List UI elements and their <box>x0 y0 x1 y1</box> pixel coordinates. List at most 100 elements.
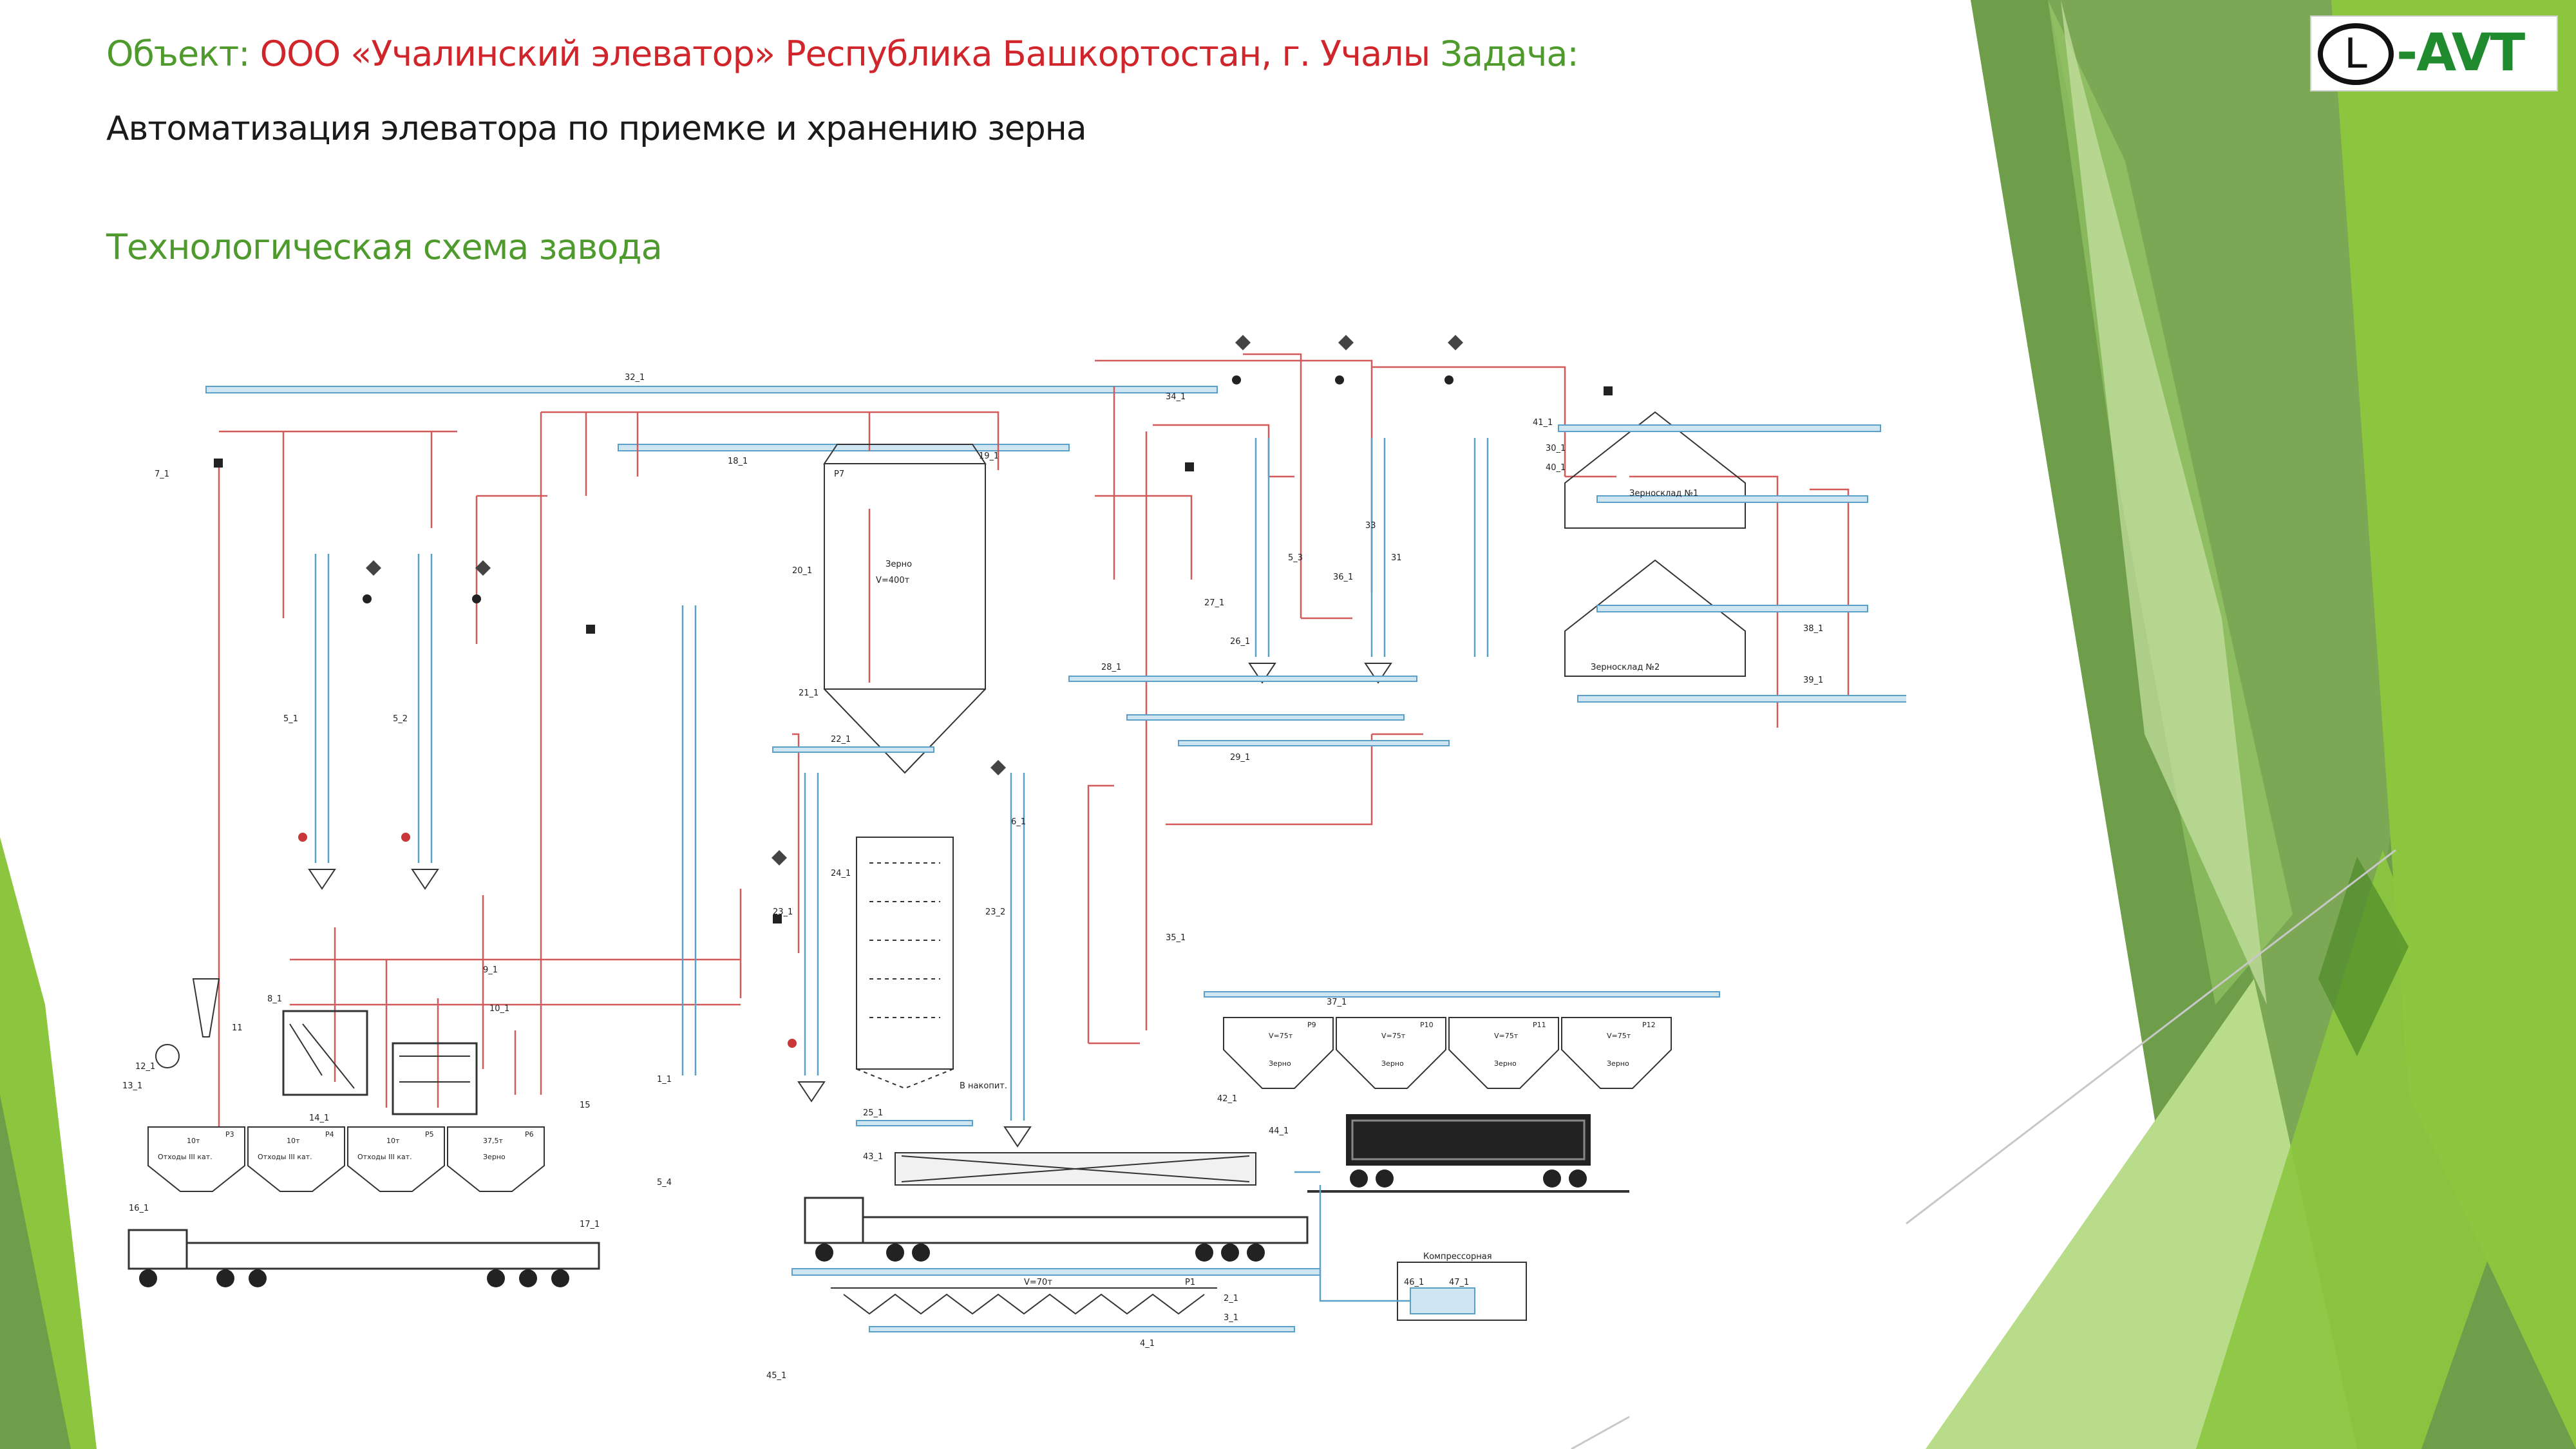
logo-circle: L <box>2318 23 2394 85</box>
cleaning-machines: 12_1 11 8_1 9_1 10_1 13_1 <box>122 965 509 1115</box>
receiving-bunker: V=70т Р1 2_1 3_1 4_1 45_1 <box>766 1278 1295 1381</box>
label-15: 15 <box>580 1101 591 1110</box>
truck-center: 43_1 44_1 <box>791 1126 1321 1276</box>
label-27: 27_1 <box>1204 598 1224 608</box>
dryer-note: В накопит. <box>960 1081 1007 1091</box>
bunker-p12-id: Р12 <box>1642 1021 1656 1029</box>
bunker-p4-content: Отходы III кат. <box>258 1153 312 1161</box>
bucket-elevators <box>308 438 1489 1148</box>
warehouse-2-name: Зерносклад №2 <box>1591 663 1660 672</box>
label-5-3: 5_3 <box>1288 553 1303 563</box>
conveyor-28 <box>1068 676 1417 682</box>
pipe-red-mid <box>1087 431 1850 1045</box>
label-5-2: 5_2 <box>393 714 408 724</box>
bunker-p3-id: Р3 <box>225 1130 234 1139</box>
label-19: 19_1 <box>979 451 999 461</box>
label-8: 8_1 <box>267 994 282 1004</box>
label-26-2: 6_1 <box>1011 817 1026 827</box>
bunker-p10-volume: V=75т <box>1381 1032 1406 1040</box>
conveyor-25 <box>856 1120 973 1126</box>
object-name: ООО «Учалинский элеватор» Республика Баш… <box>260 33 1431 74</box>
truck-left <box>128 1229 600 1287</box>
silo-content: Зерно <box>886 560 912 569</box>
conveyor-29 <box>1178 740 1450 746</box>
label-11: 11 <box>232 1023 243 1033</box>
label-30: 30_1 <box>1546 444 1566 453</box>
bunker-p11-id: Р11 <box>1533 1021 1546 1029</box>
label-1: 1_1 <box>657 1075 672 1084</box>
label-38: 38_1 <box>1803 624 1823 634</box>
bunker-row-left: 10т 10т 10т 37,5т Отходы III кат. Отходы… <box>147 1126 545 1192</box>
bunker-p5-id: Р5 <box>425 1130 434 1139</box>
label-37: 37_1 <box>1327 998 1347 1007</box>
label-43: 43_1 <box>863 1152 883 1162</box>
label-23-2: 23_2 <box>985 907 1005 917</box>
label-44: 44_1 <box>1269 1126 1289 1136</box>
bunker-p9-content: Зерно <box>1269 1059 1291 1068</box>
valve-markers <box>214 335 1613 1048</box>
label-5-4: 5_4 <box>657 1178 672 1188</box>
label-32: 32_1 <box>625 373 645 383</box>
label-4: 4_1 <box>1140 1339 1155 1349</box>
company-logo: L -AVT <box>2310 15 2558 91</box>
silo-volume: V=400т <box>876 576 910 585</box>
logo-text: -AVT <box>2396 23 2525 82</box>
compressor-label: Компрессорная <box>1423 1252 1492 1262</box>
label-40: 40_1 <box>1546 463 1566 473</box>
warehouse-1: Зерносклад №1 30_1 40_1 41_1 <box>1533 411 1881 529</box>
label-41: 41_1 <box>1533 418 1553 428</box>
label-20: 20_1 <box>792 566 812 576</box>
bunker-p5-capacity: 10т <box>386 1137 400 1145</box>
conveyor-19-2 <box>1126 714 1405 721</box>
object-line: Объект: ООО «Учалинский элеватор» Респуб… <box>106 33 1579 74</box>
rail-hopper-car <box>1307 1114 1629 1193</box>
scheme-subtitle: Технологическая схема завода <box>106 227 663 267</box>
label-28: 28_1 <box>1101 663 1121 672</box>
label-31: 31 <box>1391 553 1402 563</box>
bunker-row-right: V=75т V=75т V=75т V=75т Зерно Зерно Зерн… <box>1223 1017 1672 1089</box>
bunker-p6-content: Зерно <box>483 1153 506 1161</box>
bunker-p11-content: Зерно <box>1494 1059 1517 1068</box>
bunker-p10-id: Р10 <box>1420 1021 1434 1029</box>
label-34: 34_1 <box>1166 392 1186 402</box>
conveyor-22 <box>772 746 934 753</box>
label-39: 39_1 <box>1803 676 1823 685</box>
task-label: Задача: <box>1440 33 1578 74</box>
label-3: 3_1 <box>1224 1313 1238 1323</box>
label-21: 21_1 <box>799 688 819 698</box>
label-24: 24_1 <box>831 869 851 878</box>
label-26: 26_1 <box>1230 637 1250 647</box>
bunker-p12-volume: V=75т <box>1607 1032 1631 1040</box>
label-5-1: 5_1 <box>283 714 298 724</box>
label-17: 17_1 <box>580 1220 600 1229</box>
bunker-p5-content: Отходы III кат. <box>357 1153 412 1161</box>
grain-dryer: 24_1 В накопит. <box>831 837 1007 1091</box>
pipe-red-right <box>1095 353 1616 620</box>
bunker-p6-id: Р6 <box>525 1130 534 1139</box>
label-18: 18_1 <box>728 457 748 466</box>
silo-id: Р7 <box>834 469 844 479</box>
label-9: 9_1 <box>483 965 498 975</box>
label-42: 42_1 <box>1217 1094 1237 1104</box>
label-16: 16_1 <box>129 1204 149 1213</box>
grain-silo: Зерно V=400т Р7 20_1 <box>792 444 987 774</box>
label-36: 36_1 <box>1333 573 1353 582</box>
label-10: 10_1 <box>489 1004 509 1014</box>
label-47: 47_1 <box>1449 1278 1469 1287</box>
compressor-room: Компрессорная 46_1 47_1 <box>1294 1171 1527 1321</box>
receiving-volume: V=70т <box>1024 1278 1052 1287</box>
label-33: 33 <box>1365 521 1376 531</box>
bunker-p6-capacity: 37,5т <box>483 1137 503 1145</box>
pipe-red-top <box>218 411 999 1146</box>
task-text: Автоматизация элеватора по приемке и хра… <box>106 109 1087 148</box>
label-29: 29_1 <box>1230 753 1250 762</box>
label-2: 2_1 <box>1224 1294 1238 1303</box>
label-22: 22_1 <box>831 735 851 744</box>
label-35: 35_1 <box>1166 933 1186 943</box>
warehouse-1-name: Зерносклад №1 <box>1629 489 1698 498</box>
pipe-red-bottom <box>290 733 800 1108</box>
receiving-id: Р1 <box>1185 1278 1195 1287</box>
label-46: 46_1 <box>1404 1278 1424 1287</box>
bunker-p9-id: Р9 <box>1307 1021 1316 1029</box>
